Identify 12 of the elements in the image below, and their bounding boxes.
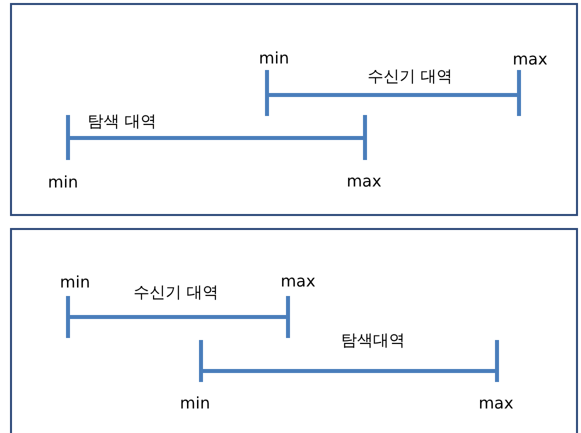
range-label: 탐색 대역 bbox=[87, 112, 157, 132]
range-label: 수신기 대역 bbox=[367, 66, 453, 88]
range-label: 수신기 대역 bbox=[133, 282, 219, 304]
range-label: min bbox=[180, 394, 210, 412]
range-label: 탐색대역 bbox=[341, 330, 405, 352]
range-label: max bbox=[346, 172, 382, 190]
range-label: max bbox=[280, 272, 316, 290]
range-label: min bbox=[48, 172, 78, 192]
range-label: max bbox=[512, 50, 548, 68]
range-label: min bbox=[258, 48, 290, 68]
range-label: min bbox=[60, 272, 90, 292]
range-label: max bbox=[478, 394, 514, 412]
